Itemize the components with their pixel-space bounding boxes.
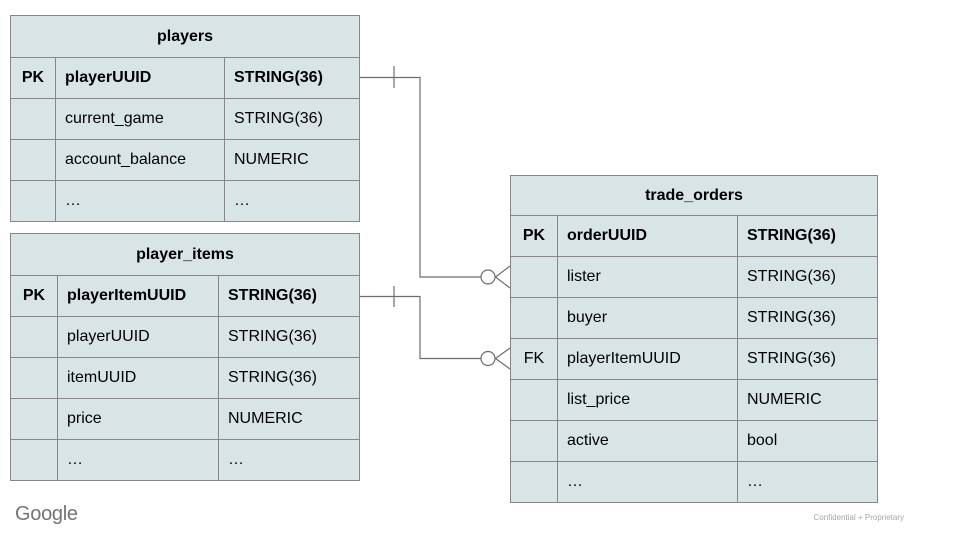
crow-foot-icon [494,265,511,289]
key-badge [510,256,558,298]
column-name: … [55,180,225,222]
column-name: … [557,461,738,503]
entity-table-players: players PK playerUUID STRING(36) current… [10,15,360,222]
key-badge [510,420,558,462]
key-badge [510,461,558,503]
key-badge: FK [510,338,558,380]
confidential-label: Confidential + Proprietary [813,513,905,522]
relationship-line [360,76,481,278]
column-name: playerItemUUID [57,275,219,317]
google-logo: Google [15,503,78,525]
column-name: lister [557,256,738,298]
table-title: players [10,15,360,58]
column-name: price [57,398,219,440]
key-badge [10,180,56,222]
key-badge [10,98,56,140]
column-name: buyer [557,297,738,339]
cardinality-zero-circle-icon [480,269,496,285]
column-type: STRING(36) [737,215,878,257]
entity-table-player-items: player_items PK playerItemUUID STRING(36… [10,233,360,481]
key-badge [10,316,58,358]
column-type: STRING(36) [224,98,360,140]
column-name: playerItemUUID [557,338,738,380]
column-type: NUMERIC [218,398,360,440]
column-type: STRING(36) [737,256,878,298]
crow-foot-icon [494,347,511,370]
key-badge [510,379,558,421]
key-badge [10,357,58,399]
column-type: STRING(36) [218,357,360,399]
column-type: … [224,180,360,222]
column-type: NUMERIC [224,139,360,181]
column-name: active [557,420,738,462]
key-badge: PK [10,275,58,317]
table-title: player_items [10,233,360,276]
relationship-line [360,295,481,360]
relationship-player-items-trade-orders [360,286,511,370]
key-badge [510,297,558,339]
entity-table-trade-orders: trade_orders PK orderUUID STRING(36) lis… [510,175,878,503]
column-type: STRING(36) [218,275,360,317]
column-name: playerUUID [57,316,219,358]
key-badge [10,139,56,181]
column-type: STRING(36) [737,338,878,380]
column-type: bool [737,420,878,462]
column-name: account_balance [55,139,225,181]
column-type: … [737,461,878,503]
column-name: … [57,439,219,481]
column-name: current_game [55,98,225,140]
key-badge: PK [510,215,558,257]
column-type: STRING(36) [737,297,878,339]
column-name: itemUUID [57,357,219,399]
key-badge: PK [10,57,56,99]
column-type: STRING(36) [224,57,360,99]
column-type: … [218,439,360,481]
key-badge [10,439,58,481]
column-name: playerUUID [55,57,225,99]
table-title: trade_orders [510,175,878,216]
relationship-players-trade-orders [360,66,511,289]
column-type: NUMERIC [737,379,878,421]
column-name: orderUUID [557,215,738,257]
column-type: STRING(36) [218,316,360,358]
cardinality-zero-circle-icon [480,350,496,367]
column-name: list_price [557,379,738,421]
key-badge [10,398,58,440]
